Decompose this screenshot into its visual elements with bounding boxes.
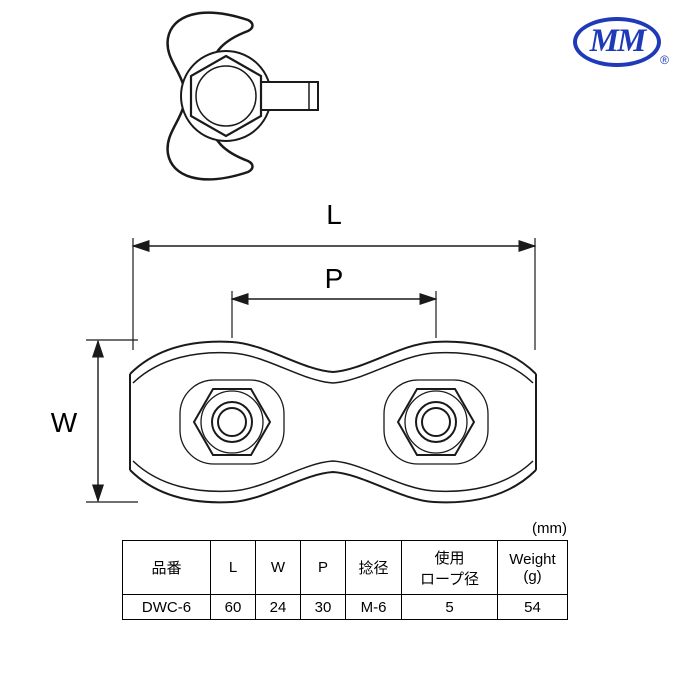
hex-nut-side-view: [189, 54, 263, 138]
spec-table: 品番 L W P 捻径 使用 ロープ径 Weight (g) DWC-6 60 …: [122, 540, 568, 620]
hex-nut-left: [179, 379, 285, 465]
nut-chamfer-circle: [195, 65, 257, 127]
side-view: [166, 11, 319, 181]
brand-logo-text: MM: [589, 22, 647, 59]
cell-thread: M-6: [345, 594, 402, 620]
cell-part-no: DWC-6: [122, 594, 211, 620]
col-header-w: W: [255, 540, 301, 595]
dimension-label-p: P: [325, 263, 344, 294]
dimension-label-l: L: [326, 199, 342, 230]
dimension-l: L: [131, 199, 537, 350]
cell-l: 60: [210, 594, 256, 620]
spec-table-container: 品番 L W P 捻径 使用 ロープ径 Weight (g) DWC-6 60 …: [122, 540, 568, 620]
header-row: 品番 L W P 捻径 使用 ロープ径 Weight (g): [122, 540, 568, 595]
col-header-p: P: [300, 540, 346, 595]
cell-p: 30: [300, 594, 346, 620]
col-header-rope-dia: 使用 ロープ径: [401, 540, 498, 595]
col-header-l: L: [210, 540, 256, 595]
cell-weight: 54: [497, 594, 568, 620]
col-header-part-no: 品番: [122, 540, 211, 595]
body-bottom-outer-edge: [129, 469, 537, 504]
bolt-shank: [258, 81, 319, 111]
registered-trademark-symbol: ®: [660, 53, 669, 67]
col-header-weight: Weight (g): [497, 540, 568, 595]
cell-rope-dia: 5: [401, 594, 498, 620]
body-top-inner-edge: [132, 351, 534, 384]
dimension-p: P: [230, 263, 438, 338]
table-row: DWC-6 60 24 30 M-6 5 54: [122, 594, 568, 620]
unit-note: (mm): [532, 520, 567, 537]
hex-nut-right: [383, 379, 489, 465]
body-bottom-inner-edge: [132, 460, 534, 493]
front-view: [129, 340, 537, 504]
body-top-outer-edge: [129, 340, 537, 375]
dimension-label-w: W: [51, 407, 78, 438]
brand-logo: MM ®: [573, 17, 669, 67]
cell-w: 24: [255, 594, 301, 620]
dimension-w: W: [51, 339, 138, 503]
col-header-thread: 捻径: [345, 540, 402, 595]
